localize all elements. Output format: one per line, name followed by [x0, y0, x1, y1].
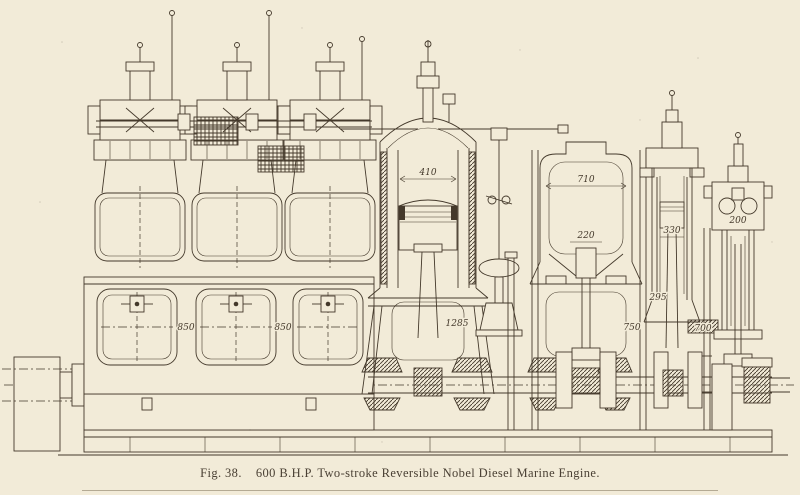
engine-figure-drawing: 410 710 220 850 850 1285 750 700 330 295… [2, 10, 794, 456]
dim-bore-label: 410 [418, 168, 436, 178]
control-gear [475, 127, 523, 337]
fuel-injector [416, 40, 456, 123]
valve-gear-cluster-2 [257, 145, 305, 173]
crankcase-door [195, 288, 277, 366]
valve-gear-cluster-1 [193, 116, 239, 146]
cylinder-unit-3 [277, 36, 383, 268]
dim-cyl330-label: 330 [663, 226, 680, 236]
dim-compressor-label: 200 [728, 216, 746, 226]
figure-title: 600 B.H.P. Two-stroke Reversible Nobel D… [255, 466, 600, 480]
dim-door-b-label: 850 [274, 323, 291, 333]
connecting-rod [413, 243, 443, 397]
dim-door-a-label: 850 [177, 323, 194, 333]
dim-pump-inner-label: 220 [576, 231, 594, 241]
dim-bay-label: 750 [623, 323, 640, 333]
paper-speckles [39, 27, 773, 443]
scavenge-pump-section [529, 141, 643, 409]
dimension-labels: 410 710 220 850 850 1285 750 700 330 295… [176, 167, 748, 336]
page-bottom-rule [82, 490, 718, 491]
crankcase-door [292, 288, 364, 366]
dim-offset-label: 295 [648, 293, 666, 303]
dim-rod-label: 1285 [446, 319, 469, 329]
figure-number: Fig. 38. [200, 466, 242, 480]
dim-pump-label: 710 [577, 175, 594, 185]
exhaust-cylinder-section [639, 90, 719, 409]
pump-piston-rod [555, 278, 617, 409]
compressor-section [703, 132, 790, 431]
cylinder-unit-1 [87, 10, 193, 268]
thrust-block [2, 356, 85, 452]
main-cylinder-section [361, 40, 495, 397]
piston-assembly [398, 199, 458, 251]
bedplate [83, 393, 773, 453]
figure-caption: Fig. 38. 600 B.H.P. Two-stroke Reversible… [0, 466, 800, 481]
crankcase [83, 276, 375, 395]
crankcase-door [96, 288, 178, 366]
dim-bearing-label: 700 [694, 324, 711, 334]
